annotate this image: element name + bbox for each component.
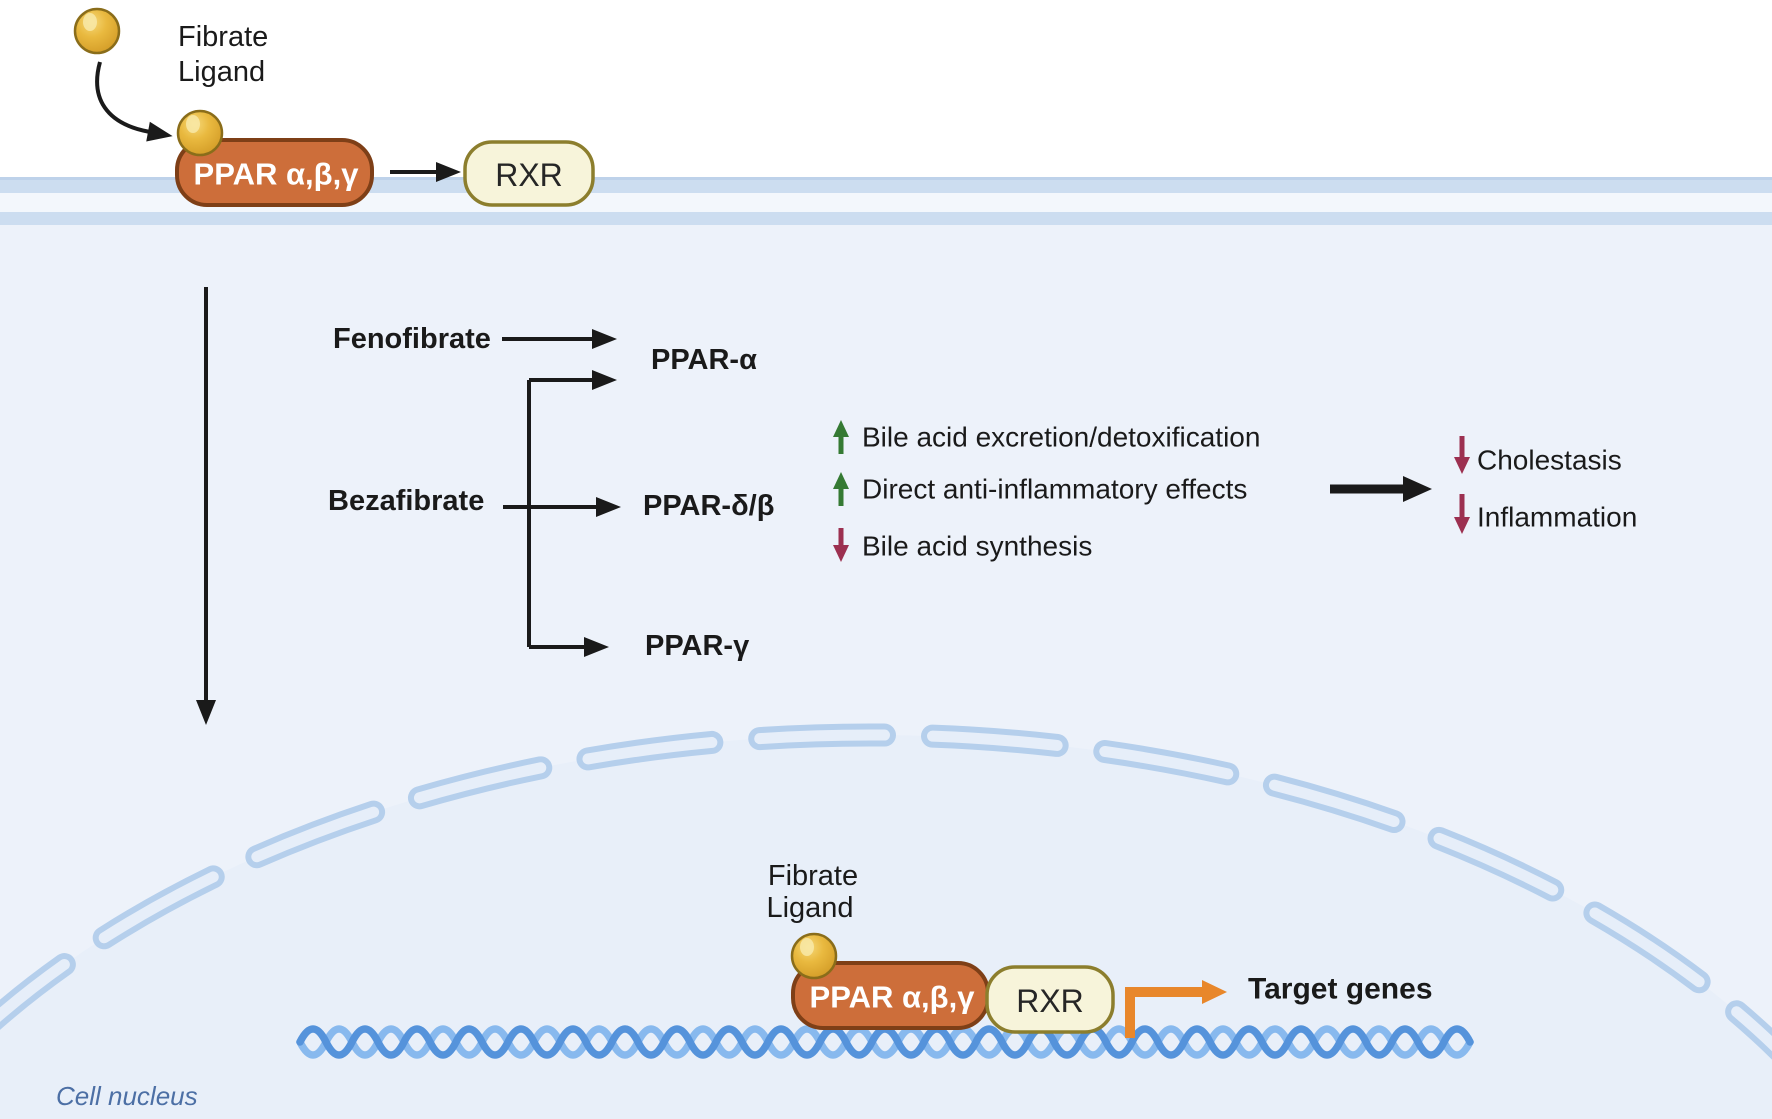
membrane-gap [0,193,1772,212]
membrane-band-outer-edge [0,177,1772,180]
outcome-cholestasis-label: Cholestasis [1477,445,1622,476]
drug-bezafibrate-label: Bezafibrate [328,485,484,517]
membrane-band-inner [0,212,1772,225]
ball-highlight [186,115,200,133]
ball-highlight [800,938,814,956]
ligand-binding-arrow [95,61,173,142]
fibrate-ligand-label-top: Fibrate [178,21,268,53]
fibrate-ligand-label-top-line2: Ligand [178,56,265,88]
ball-highlight [83,13,97,31]
cell-nucleus-caption: Cell nucleus [56,1081,198,1111]
effect-bile-excretion-label: Bile acid excretion/detoxification [862,422,1260,453]
rxr-pill-membrane-label: RXR [495,157,563,193]
receptor-ppar-gamma-label: PPAR-γ [645,630,750,662]
drug-fenofibrate-label: Fenofibrate [333,323,491,355]
ppar-pill-membrane-label: PPAR α,β,γ [194,157,360,192]
nucleus-body [0,735,1772,1119]
fibrate-ligand-ball-free [73,7,121,55]
target-genes-label: Target genes [1248,973,1433,1006]
receptor-ppar-alpha-label: PPAR-α [651,344,757,376]
effect-bile-synthesis-label: Bile acid synthesis [862,531,1092,562]
effect-anti-inflammatory-label: Direct anti-inflammatory effects [862,474,1247,505]
rxr-pill-nucleus-label: RXR [1016,983,1084,1019]
ppar-pill-nucleus-label: PPAR α,β,γ [810,980,976,1015]
fibrate-ligand-label-nucleus: Fibrate [768,860,858,892]
dna-strand-light [296,1025,1474,1059]
fibrate-ligand-label-nucleus-line2: Ligand [766,892,853,924]
ppar-pill-membrane [175,138,374,207]
fibrate-ligand-ball-nucleus [790,932,838,980]
transcription-start-arrow [1125,980,1227,1038]
outcome-inflammation-label: Inflammation [1477,502,1637,533]
rxr-pill-nucleus [985,965,1115,1034]
rxr-pill-membrane [463,140,595,207]
fibrate-ligand-ball-bound [176,109,224,157]
nuclear-envelope-inner [0,729,1772,1052]
receptor-ppar-delta-label: PPAR-δ/β [643,490,774,522]
